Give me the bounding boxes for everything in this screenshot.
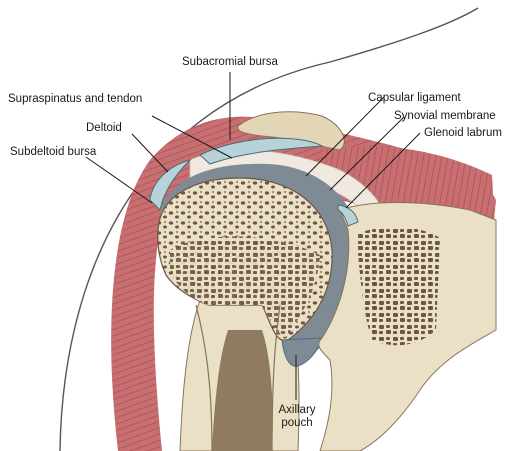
skin-outline — [59, 7, 479, 451]
label-deltoid: Deltoid — [86, 122, 122, 134]
acromion — [237, 111, 345, 151]
label-supraspinatus: Supraspinatus and tendon — [8, 93, 143, 105]
label-axillary-pouch: Axillary pouch — [272, 404, 322, 430]
leader-lines — [85, 72, 421, 400]
medullary-cavity — [212, 330, 273, 451]
label-axillary-line1: Axillary — [278, 404, 316, 416]
label-subacromial-bursa: Subacromial bursa — [182, 56, 278, 68]
glenoid-labrum — [337, 204, 359, 227]
label-capsular-ligament: Capsular ligament — [368, 92, 461, 104]
label-synovial-membrane: Synovial membrane — [394, 110, 496, 122]
humeral-neck — [170, 236, 320, 338]
label-glenoid-labrum: Glenoid labrum — [424, 127, 502, 139]
scapula-spongy — [356, 226, 440, 346]
subdeltoid-bursa — [149, 159, 192, 212]
label-axillary-line2: pouch — [281, 417, 313, 429]
label-subdeltoid-bursa: Subdeltoid bursa — [10, 146, 97, 158]
